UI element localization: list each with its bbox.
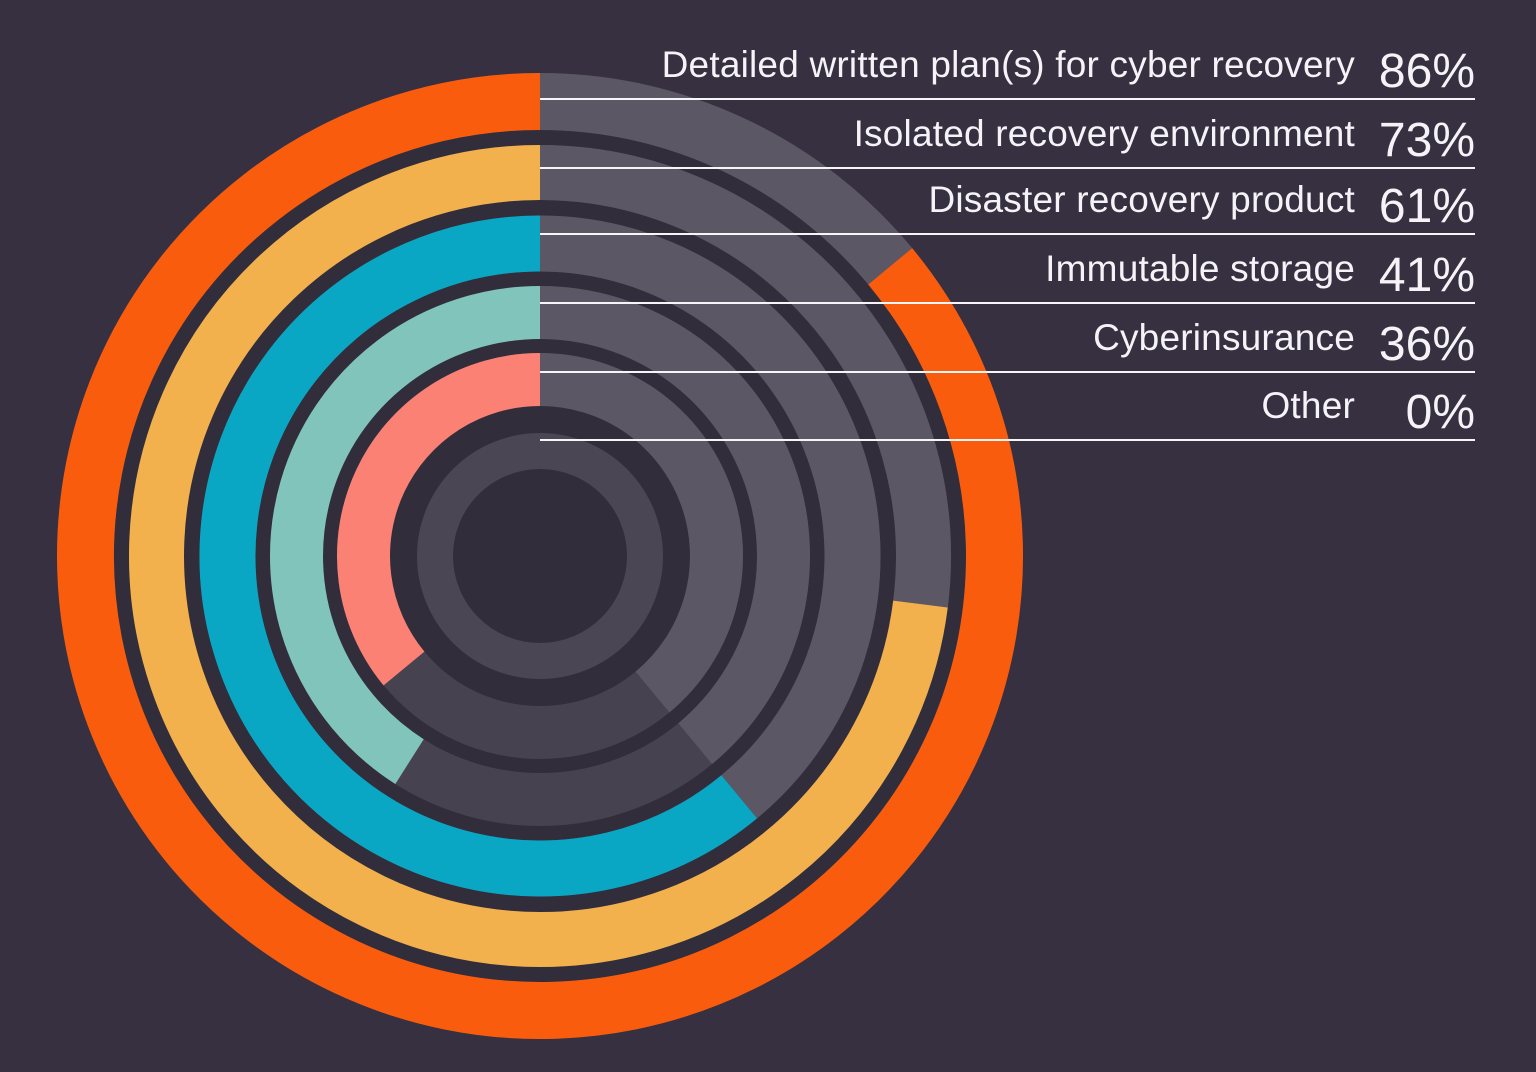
ring-value-1 — [129, 145, 948, 967]
ring-track-highlight-3 — [539, 286, 810, 765]
ring-track-highlight-2 — [539, 215, 881, 819]
chart-backing-disc — [57, 73, 1023, 1039]
ring-track-highlight-4 — [539, 353, 743, 713]
ring-value-0 — [57, 73, 1023, 1039]
ring-value-2 — [199, 215, 757, 897]
ring-track-5 — [417, 433, 663, 679]
ring-value-4 — [337, 353, 541, 686]
ring-value-3 — [270, 286, 541, 784]
ring-track-highlight-0 — [539, 73, 913, 285]
